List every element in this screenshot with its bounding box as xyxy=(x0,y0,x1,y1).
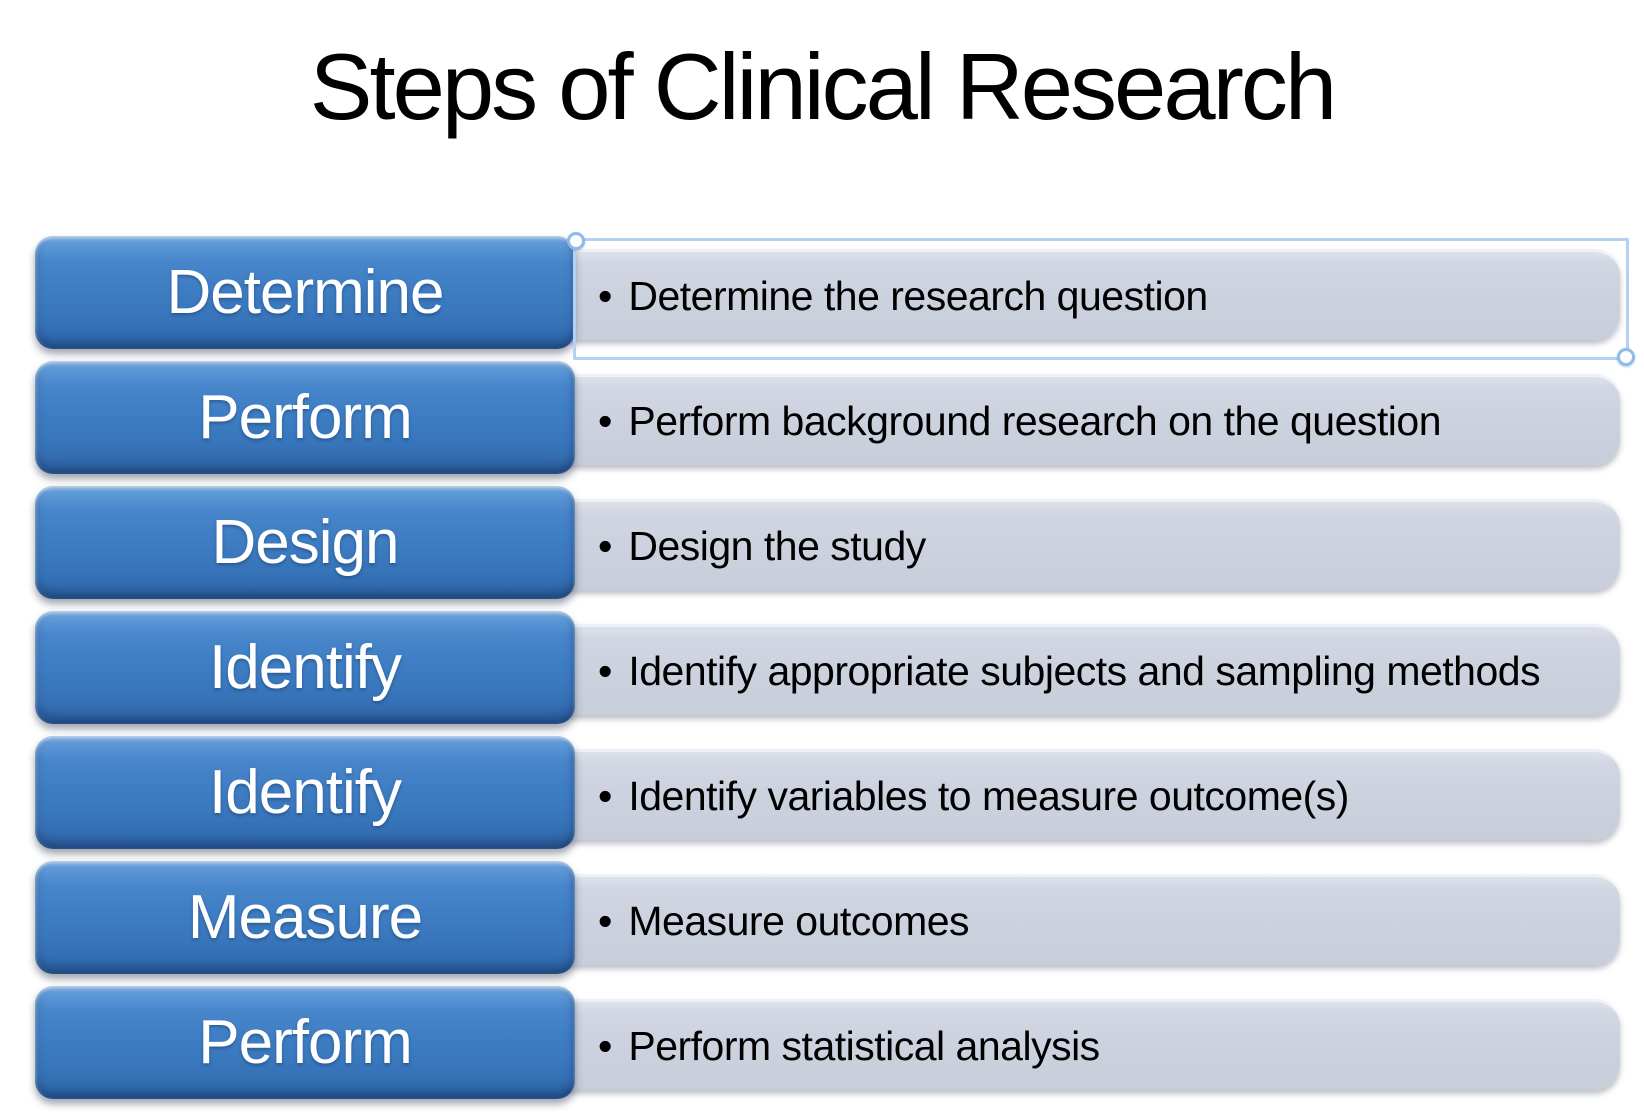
bullet-icon: • xyxy=(598,897,613,944)
step-description-text: Design the study xyxy=(628,522,926,569)
step-button[interactable]: Identify xyxy=(35,736,575,849)
bullet-icon: • xyxy=(598,272,613,319)
process-row-2: • Perform background research on the que… xyxy=(0,361,1644,486)
step-button-label: Identify xyxy=(209,758,402,827)
process-list: • Determine the research question Determ… xyxy=(0,232,1644,1111)
process-row-1: • Determine the research question Determ… xyxy=(0,232,1644,366)
bullet-icon: • xyxy=(598,522,613,569)
step-button-label: Perform xyxy=(198,383,412,452)
step-description-bar[interactable]: • Design the study xyxy=(558,499,1620,590)
step-description-bar[interactable]: • Measure outcomes xyxy=(558,874,1620,965)
step-description-bar[interactable]: • Determine the research question xyxy=(558,249,1620,340)
step-button-label: Measure xyxy=(187,883,423,952)
bullet-icon: • xyxy=(598,647,613,694)
slide-title[interactable]: Steps of Clinical Research xyxy=(309,34,1337,139)
process-row-5: • Identify variables to measure outcome(… xyxy=(0,736,1644,861)
selection-handle-bottom-right[interactable] xyxy=(1617,348,1635,366)
step-description-text: Perform statistical analysis xyxy=(628,1022,1100,1069)
step-description-bar[interactable]: • Perform statistical analysis xyxy=(558,999,1620,1090)
step-button[interactable]: Identify xyxy=(35,611,575,724)
process-row-3: • Design the study Design xyxy=(0,486,1644,611)
bullet-icon: • xyxy=(598,1022,613,1069)
step-button-label: Design xyxy=(211,508,400,577)
bullet-icon: • xyxy=(598,397,613,444)
step-button[interactable]: Determine xyxy=(35,236,575,349)
process-row-4: • Identify appropriate subjects and samp… xyxy=(0,611,1644,736)
selection-handle-top-left[interactable] xyxy=(567,232,585,250)
step-button-label: Determine xyxy=(166,258,445,327)
step-button[interactable]: Design xyxy=(35,486,575,599)
step-description-bar[interactable]: • Identify appropriate subjects and samp… xyxy=(558,624,1620,715)
step-description-text: Identify appropriate subjects and sampli… xyxy=(628,647,1541,694)
step-button[interactable]: Perform xyxy=(35,986,575,1099)
step-button[interactable]: Measure xyxy=(35,861,575,974)
step-button-label: Identify xyxy=(209,633,402,702)
step-description-text: Identify variables to measure outcome(s) xyxy=(628,772,1349,819)
step-description-bar[interactable]: • Identify variables to measure outcome(… xyxy=(558,749,1620,840)
process-row-7: • Perform statistical analysis Perform xyxy=(0,986,1644,1111)
step-description-bar[interactable]: • Perform background research on the que… xyxy=(558,374,1620,465)
step-description-text: Determine the research question xyxy=(628,272,1208,319)
step-button-label: Perform xyxy=(198,1008,412,1077)
process-row-6: • Measure outcomes Measure xyxy=(0,861,1644,986)
step-description-text: Perform background research on the quest… xyxy=(628,397,1442,444)
step-description-text: Measure outcomes xyxy=(628,897,970,944)
step-button[interactable]: Perform xyxy=(35,361,575,474)
bullet-icon: • xyxy=(598,772,613,819)
